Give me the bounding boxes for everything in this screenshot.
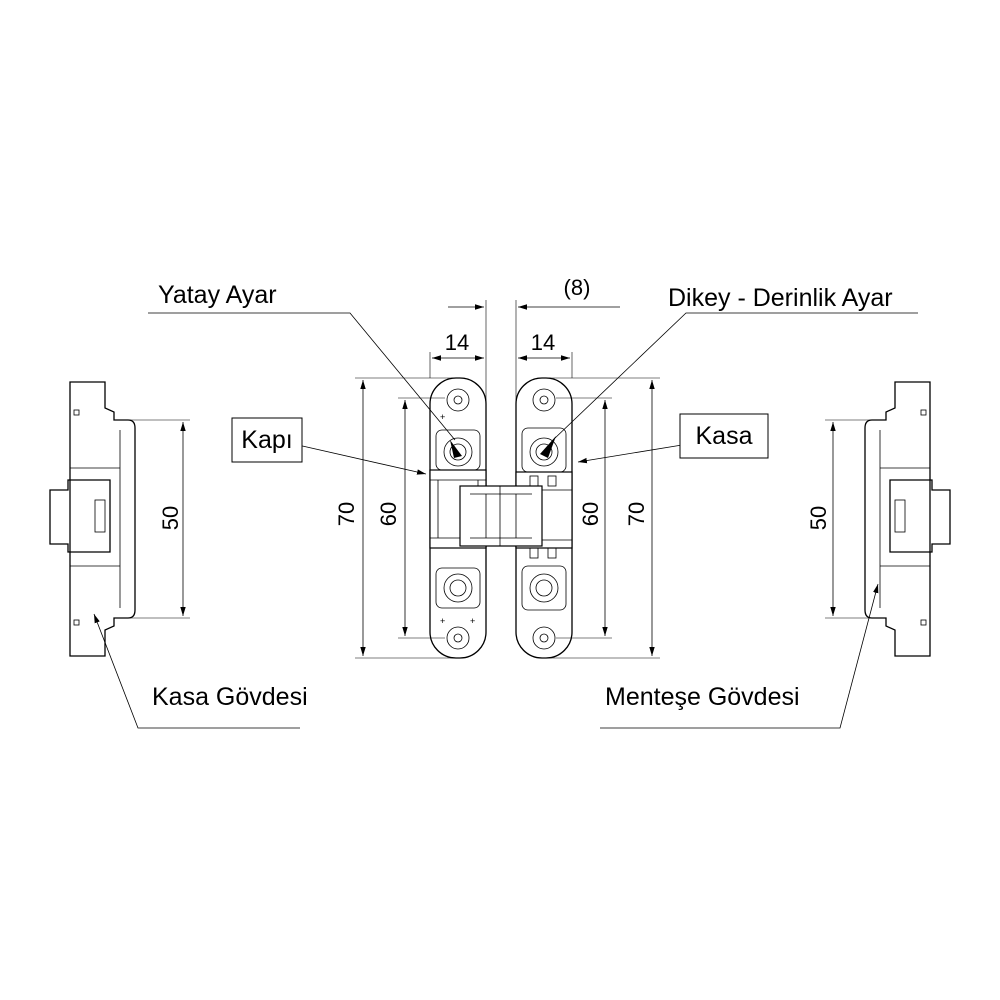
label-kasa: Kasa xyxy=(696,422,753,450)
svg-text:+: + xyxy=(440,412,445,422)
dim-height-outer-left: 70 xyxy=(334,502,359,526)
right-50-dimension xyxy=(825,419,872,619)
label-kasa-govdesi: Kasa Gövdesi xyxy=(152,683,308,711)
dim-gap: (8) xyxy=(564,275,591,300)
kasa-label-box xyxy=(679,413,769,459)
dim-height-inner-left: 60 xyxy=(376,502,401,526)
hinge-arm-mechanism xyxy=(459,485,543,547)
dim-height-inner-right: 60 xyxy=(578,502,603,526)
right-side-view xyxy=(864,381,951,657)
dim-height-outer-right: 70 xyxy=(624,502,649,526)
label-yatay-ayar: Yatay Ayar xyxy=(158,281,277,309)
top-dimensions xyxy=(429,300,620,472)
label-dikey-derinlik-ayar: Dikey - Derinlik Ayar xyxy=(668,284,893,312)
dim-side-left: 50 xyxy=(158,506,183,530)
leader-lines xyxy=(93,312,918,729)
dim-side-right: 50 xyxy=(806,506,831,530)
label-mentese-govdesi: Menteşe Gövdesi xyxy=(605,683,800,711)
left-side-view xyxy=(49,381,136,657)
label-kapi: Kapı xyxy=(241,426,292,454)
svg-text:+: + xyxy=(440,616,445,626)
dim-width-right: 14 xyxy=(531,330,555,355)
left-50-dimension xyxy=(128,419,190,619)
adjustment-arrows xyxy=(450,436,556,458)
dim-width-left: 14 xyxy=(445,330,469,355)
svg-text:+: + xyxy=(470,616,475,626)
height-dimensions xyxy=(355,377,660,659)
kapi-label-box xyxy=(231,417,303,463)
